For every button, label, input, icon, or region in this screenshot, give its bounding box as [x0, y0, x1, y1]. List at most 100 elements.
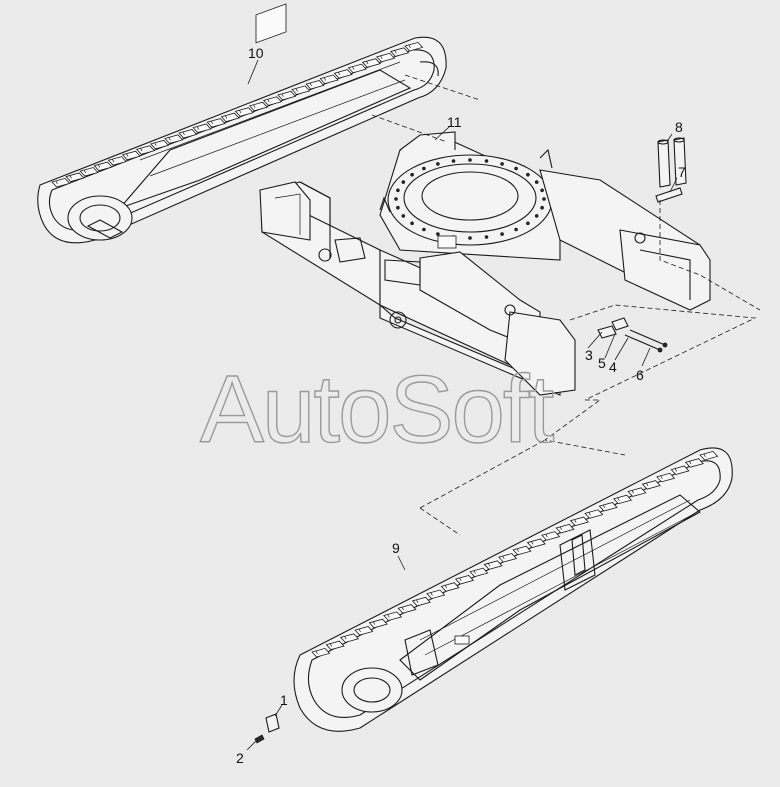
track-pad: [79, 167, 99, 177]
track-pad-groove: [531, 541, 534, 545]
track-pad: [656, 472, 676, 483]
ring-bolt: [410, 172, 414, 177]
track-pad-groove: [373, 621, 376, 625]
track-pad: [248, 101, 268, 112]
track-pad-groove: [323, 77, 327, 81]
ring-bolt: [401, 214, 406, 218]
assembly-dashed-lines: [371, 74, 761, 536]
track-pad: [164, 134, 184, 144]
track-pad: [383, 611, 403, 621]
track-pad: [404, 41, 424, 52]
part-3: [597, 325, 617, 339]
track-pad: [51, 177, 71, 188]
track-pad-groove: [83, 170, 87, 174]
ring-bolt: [500, 232, 504, 236]
track-pad: [541, 531, 561, 541]
track-pad: [555, 523, 575, 534]
callout-labels: 10 11 8 7 3 5 4 6 9 1 2: [236, 45, 686, 766]
ring-bolt: [410, 221, 414, 226]
track-pad: [411, 596, 431, 607]
track-pad-groove: [502, 556, 505, 560]
track-pad: [376, 52, 396, 63]
track-pad: [340, 633, 360, 643]
callout-5: 5: [598, 355, 606, 371]
track-pad-groove: [473, 570, 476, 574]
track-pad: [234, 107, 254, 117]
callout-8: 8: [675, 119, 683, 135]
callout-1: 1: [280, 692, 288, 708]
ring-bolt: [540, 188, 544, 193]
callout-6: 6: [636, 367, 644, 383]
track-pad: [220, 112, 240, 123]
track-pad: [584, 509, 604, 519]
track-pad: [206, 118, 226, 128]
track-pad-groove: [516, 548, 519, 552]
track-pad-groove: [416, 599, 419, 603]
track-pad-groove: [401, 607, 404, 611]
track-pad-groove: [126, 153, 129, 157]
track-pad-groove: [329, 643, 333, 647]
track-pad-groove: [352, 66, 355, 70]
track-pad-groove: [545, 534, 548, 538]
ring-bolt: [500, 162, 504, 166]
track-pad-groove: [588, 512, 591, 516]
track-pad: [526, 538, 546, 548]
callout-4: 4: [609, 359, 617, 375]
ring-bolt: [540, 205, 544, 210]
ring-bolt: [401, 180, 406, 184]
track-pad: [641, 480, 661, 490]
track-pad-groove: [689, 461, 692, 465]
track-pad-groove: [253, 104, 256, 108]
ring-bolt: [526, 221, 530, 226]
callout-11: 11: [447, 114, 462, 130]
track-pad-groove: [646, 483, 649, 487]
track-pad: [277, 90, 297, 101]
ring-bolt: [436, 232, 440, 236]
callout-7: 7: [678, 164, 686, 180]
track-pad-groove: [674, 468, 678, 472]
track-pad-groove: [488, 563, 491, 567]
track-pad-groove: [394, 50, 397, 54]
center-frame: [259, 131, 711, 396]
track-pad: [670, 465, 690, 475]
part-8-pin-a: [657, 139, 671, 188]
track-pad: [319, 74, 339, 85]
swing-ring-bolt-circle: [394, 158, 546, 240]
leader-lines: [246, 59, 678, 751]
track-pad-groove: [69, 175, 72, 179]
ring-bolt: [394, 197, 398, 201]
track-pad-groove: [168, 137, 171, 141]
track-pad-groove: [617, 497, 620, 501]
track-pad-groove: [295, 88, 298, 92]
track-pad-groove: [574, 519, 577, 523]
track-pad: [440, 582, 460, 592]
track-pad-groove: [380, 55, 383, 59]
track-pad: [627, 487, 647, 497]
track-pad-groove: [267, 99, 270, 103]
part-7-plate: [655, 187, 683, 203]
track-pad: [192, 123, 212, 134]
track-pad: [426, 589, 446, 600]
callout-3: 3: [585, 347, 593, 363]
track-pad-groove: [344, 636, 347, 640]
ring-bolt: [422, 227, 426, 232]
track-pad-groove: [97, 164, 101, 168]
upper-track-assembly: [37, 3, 447, 244]
track-pad: [311, 647, 331, 658]
ring-bolt: [422, 166, 426, 171]
part-6-bolt: [629, 329, 666, 346]
ring-bolt: [484, 159, 489, 163]
track-pad: [512, 545, 532, 556]
ring-bolt: [396, 188, 400, 193]
ring-bolt: [451, 159, 456, 163]
track-pad: [107, 156, 127, 166]
track-pad-groove: [140, 148, 143, 152]
track-pad: [483, 560, 503, 570]
part-4: [611, 317, 629, 331]
track-pad: [368, 618, 388, 629]
track-pad-groove: [631, 490, 634, 494]
track-pad: [121, 150, 141, 161]
track-pad-groove: [703, 453, 706, 457]
